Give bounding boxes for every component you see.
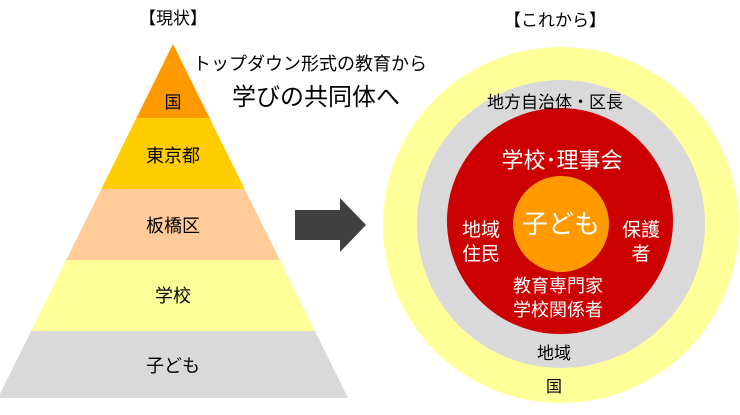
inner-bottom-label: 学校関係者 (513, 300, 603, 321)
current-heading: 【現状】 (139, 9, 207, 29)
outermost-label: 国 (546, 377, 562, 396)
pyramid-layer-children (0, 331, 348, 398)
outer-top-label: 地方自治体・区長 (487, 93, 623, 113)
caption-line2: 学びの共同体へ (232, 83, 400, 111)
outer-bottom-label: 地域 (537, 344, 571, 364)
layer-label: 学校 (155, 286, 191, 307)
inner-left-label: 住民 (462, 243, 500, 265)
center-label: 子ども (522, 210, 600, 240)
future-heading: 【これから】 (504, 11, 606, 31)
inner-top-label: 学校･理事会 (501, 149, 622, 174)
circle-children (513, 176, 609, 272)
layer-label: 東京都 (146, 146, 200, 167)
inner-right-label: 保護 (622, 219, 660, 241)
caption-line1: トップダウン形式の教育から (193, 54, 427, 75)
layer-label: 子ども (146, 356, 200, 377)
inner-left-label: 地域 (462, 219, 500, 241)
arrow-right-icon (295, 198, 366, 252)
layer-label: 板橋区 (146, 216, 200, 237)
inner-bottom-label: 教育専門家 (513, 276, 603, 297)
layer-label: 国 (165, 93, 182, 113)
inner-right-label: 者 (631, 243, 650, 265)
